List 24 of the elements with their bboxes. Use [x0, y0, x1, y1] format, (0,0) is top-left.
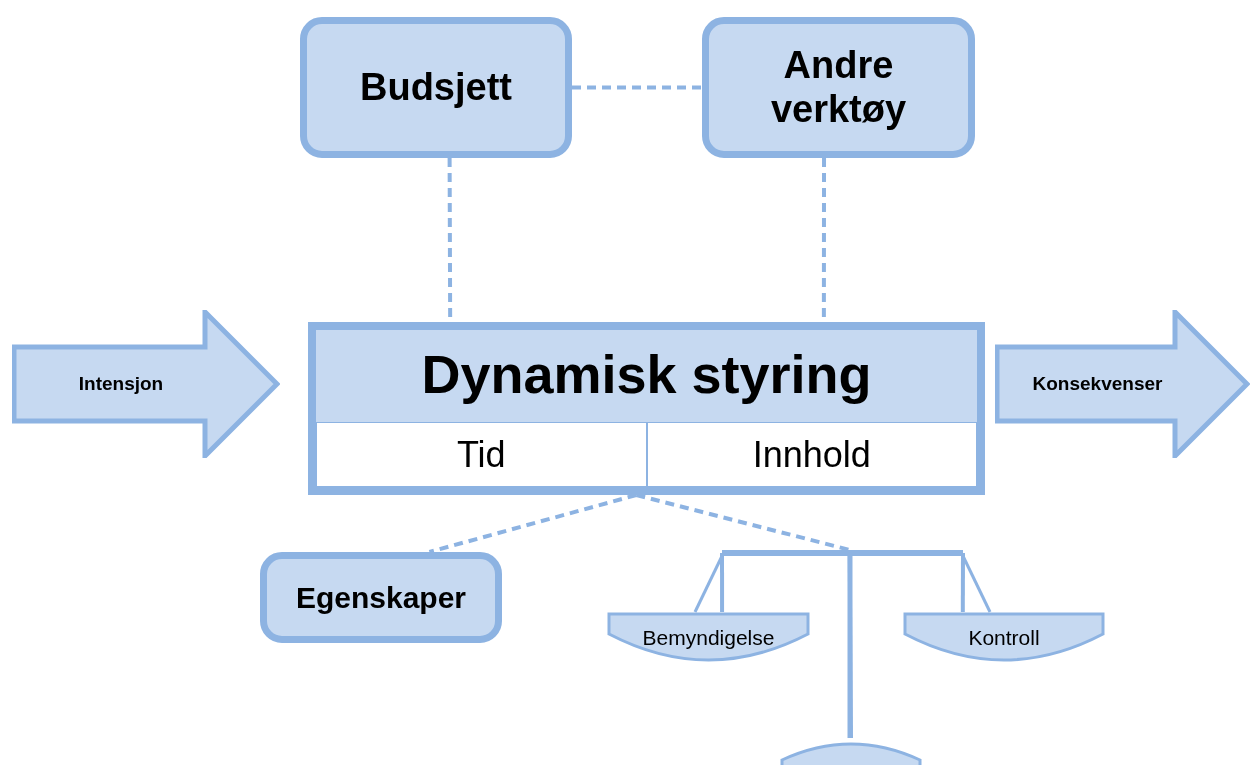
node-label: Intensjon: [78, 371, 164, 396]
table-cell: [316, 422, 647, 487]
connector-line: [635, 493, 851, 552]
connector-line: [960, 553, 965, 612]
rounded-box: [300, 17, 572, 158]
node-label: Andre verktøy: [769, 43, 908, 132]
balance-beam: [722, 550, 963, 556]
node-label: Innhold: [752, 432, 871, 477]
rounded-box: [260, 552, 502, 643]
main-box: [308, 322, 985, 495]
rounded-box: [702, 17, 975, 158]
node-label: Budsjett: [360, 65, 512, 110]
block-arrow: [12, 310, 280, 458]
connector-line: [428, 493, 637, 554]
node-label: Kontroll: [968, 625, 1040, 651]
node-label: Egenskaper: [295, 580, 467, 616]
node-label: Tid: [456, 432, 506, 477]
connector-line: [720, 553, 725, 612]
connector-line: [572, 85, 702, 90]
node-label: Konsekvenser: [1032, 371, 1163, 396]
node-label: Bemyndigelse: [642, 625, 775, 651]
table-cell: [646, 422, 977, 487]
node-label: Dynamisk styring: [421, 343, 872, 406]
block-arrow: [995, 310, 1250, 458]
